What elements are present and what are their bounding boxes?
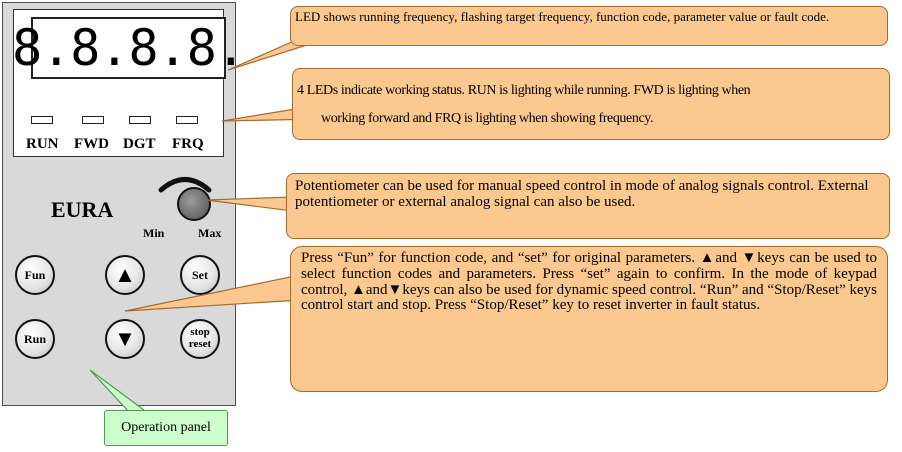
- status-leds-callout-line2: working forward and FRQ is lighting when…: [321, 110, 654, 126]
- set-button[interactable]: Set: [180, 255, 220, 295]
- stop-reset-label-bottom: reset: [188, 338, 212, 350]
- run-button[interactable]: Run: [15, 319, 55, 359]
- status-leds-callout-line1: 4 LEDs indicate working status. RUN is l…: [297, 83, 751, 98]
- display-digits: 8.8.8.8.: [12, 19, 246, 77]
- keys-callout-text: Press “Fun” for function code, and “set”…: [301, 250, 877, 314]
- run-button-label: Run: [23, 331, 46, 346]
- down-arrow-icon: ▼: [114, 326, 136, 352]
- operation-panel-callout-text: Operation panel: [121, 419, 211, 435]
- knob-max-label: Max: [198, 226, 222, 240]
- led-display-callout-text: LED shows running frequency, flashing ta…: [295, 9, 830, 24]
- operation-panel: 8.8.8.8. RUN FWD DGT FRQ EURA Min Max Fu…: [2, 2, 246, 406]
- fwd-led-label: FWD: [74, 136, 109, 152]
- stop-reset-label-top: stop: [190, 326, 210, 339]
- potentiometer-callout-text: Potentiometer can be used for manual spe…: [295, 178, 869, 210]
- frq-led: [176, 116, 198, 124]
- fun-button[interactable]: Fun: [15, 255, 55, 295]
- dgt-led: [129, 116, 151, 124]
- potentiometer-pointer: [206, 196, 293, 212]
- keys-callout: Press “Fun” for function code, and “set”…: [290, 246, 888, 392]
- operation-panel-callout: Operation panel: [104, 410, 228, 446]
- knob-min-label: Min: [143, 226, 165, 240]
- fwd-led: [82, 116, 104, 124]
- potentiometer-knob[interactable]: [177, 187, 211, 221]
- up-button[interactable]: ▲: [105, 255, 145, 295]
- dgt-led-label: DGT: [123, 136, 156, 152]
- run-led: [31, 116, 53, 124]
- frq-led-label: FRQ: [172, 136, 204, 152]
- led-display-callout: LED shows running frequency, flashing ta…: [290, 6, 888, 46]
- knob-range-arc-icon: [158, 177, 212, 193]
- display-frame: 8.8.8.8. RUN FWD DGT FRQ: [12, 9, 246, 157]
- stop-reset-button[interactable]: stop reset: [180, 319, 220, 359]
- down-button[interactable]: ▼: [105, 319, 145, 359]
- potentiometer-callout: Potentiometer can be used for manual spe…: [286, 173, 890, 239]
- keys-pointer: [124, 274, 301, 312]
- fun-button-label: Fun: [24, 267, 46, 282]
- led-display: 8.8.8.8.: [12, 17, 246, 79]
- set-button-label: Set: [192, 267, 208, 282]
- up-arrow-icon: ▲: [114, 262, 136, 288]
- brand-label: EURA: [51, 197, 114, 222]
- run-led-label: RUN: [26, 136, 59, 152]
- status-leds-callout: 4 LEDs indicate working status. RUN is l…: [292, 68, 890, 140]
- operation-panel-pointer: [89, 369, 150, 414]
